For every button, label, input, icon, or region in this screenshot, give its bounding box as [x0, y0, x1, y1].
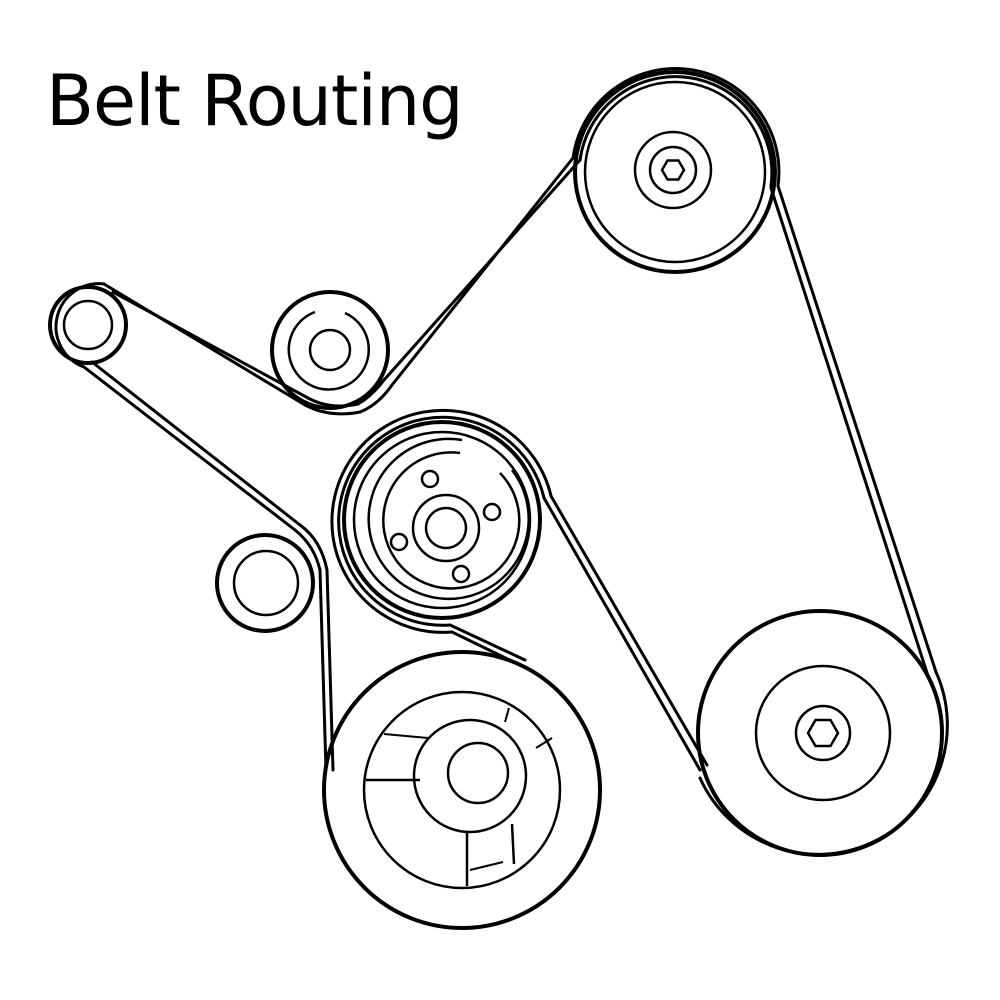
- hex-bolt-icon: [660, 159, 686, 181]
- idler-pulley-lower: [215, 533, 315, 633]
- water-pump-pulley: [342, 420, 542, 620]
- hex-bolt-icon: [806, 718, 840, 748]
- upper-right-pulley: [573, 70, 777, 274]
- crankshaft-pulley: [322, 650, 602, 930]
- serpentine-belt: [54, 67, 949, 856]
- diagram-title: Belt Routing: [46, 60, 464, 142]
- upper-left-small-pulley: [48, 285, 128, 365]
- bolt-hole-icon: [482, 502, 502, 522]
- idler-pulley-upper: [270, 290, 390, 410]
- lower-right-pulley: [696, 609, 944, 857]
- bolt-hole-icon: [420, 469, 440, 489]
- bolt-hole-icon: [451, 564, 471, 584]
- bolt-hole-icon: [389, 532, 409, 552]
